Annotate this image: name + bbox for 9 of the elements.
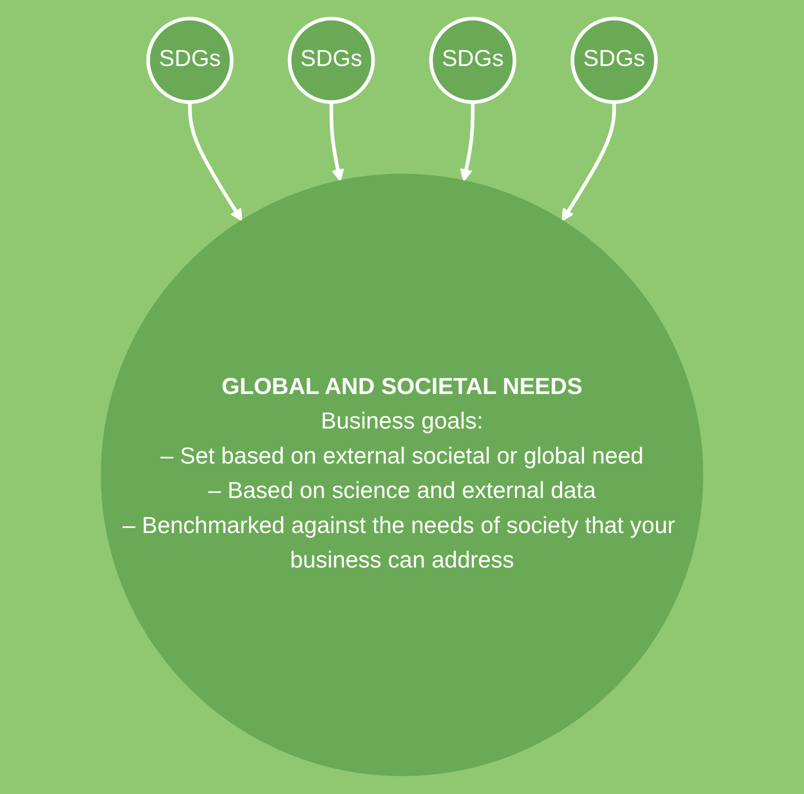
node-circle: SDGs: [429, 16, 516, 104]
arrow: [329, 102, 344, 182]
arrow: [460, 102, 475, 182]
node-circle: SDGs: [570, 16, 658, 104]
node-circle: GLOBAL AND SOCIETAL NEEDS Business goals: – Set based on external societal or global need – Based on science and external data – Benchmarked against the needs of society that your business can address: [100, 174, 704, 776]
node-circle: SDGs: [288, 16, 375, 104]
arrow: [562, 102, 616, 222]
node-circle: SDGs: [146, 16, 234, 104]
arrow: [188, 102, 242, 222]
